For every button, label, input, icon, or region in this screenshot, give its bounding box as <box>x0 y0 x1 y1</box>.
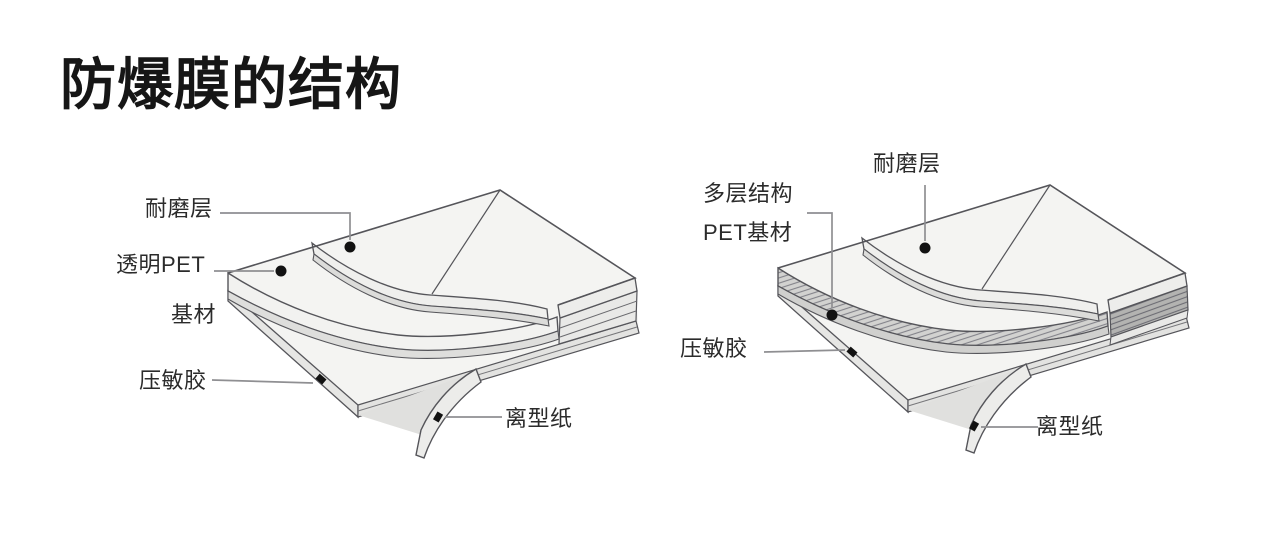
multilayer-pet-curl-edge <box>777 285 1110 354</box>
release-paper-shade <box>908 367 1024 430</box>
page-title: 防爆膜的结构 <box>60 53 402 116</box>
callout-dot-adhesive <box>315 373 327 385</box>
leader-wear-layer <box>220 212 351 240</box>
leader-adhesive <box>211 379 314 384</box>
wear-layer-curl-edge <box>312 252 550 327</box>
leader-multilayer-substrate <box>807 212 833 308</box>
release-paper-shade <box>358 372 474 435</box>
film-structure-diagram-left <box>100 145 660 495</box>
film-structure-drawing-right <box>763 184 1190 454</box>
top-face-edges <box>777 184 1187 301</box>
label-wear-layer-right: 耐磨层 <box>873 151 941 176</box>
release-paper-curl <box>415 367 482 459</box>
film-structure-diagram-right <box>650 140 1210 500</box>
top-face-edges <box>227 189 637 306</box>
callout-dot-substrate <box>275 265 287 277</box>
wear-layer-fold-line <box>431 189 501 295</box>
leader-adhesive <box>763 349 846 353</box>
label-substrate-line2-right: PET基材 <box>703 220 793 245</box>
pet-substrate-curl-edge <box>227 290 560 359</box>
callout-dot-wear-layer <box>919 242 931 254</box>
label-release-paper-left: 离型纸 <box>505 406 573 431</box>
label-release-paper-right: 离型纸 <box>1036 414 1104 439</box>
release-paper-curl <box>965 362 1032 454</box>
right-face-light-band <box>1109 309 1189 346</box>
wear-layer-fold-line <box>981 184 1051 290</box>
wear-layer-curl-edge <box>862 247 1100 322</box>
callout-dot-wear-layer <box>344 241 356 253</box>
label-wear-layer-left: 耐磨层 <box>145 196 213 221</box>
label-substrate-line1-left: 透明PET <box>116 252 206 277</box>
callout-dot-release-paper <box>432 411 444 423</box>
callout-dot-adhesive <box>846 346 858 358</box>
bottom-band-divider <box>357 326 638 412</box>
bottom-band-divider <box>907 321 1188 407</box>
right-face-divider-1 <box>559 300 638 329</box>
label-adhesive-left: 压敏胶 <box>139 368 207 393</box>
label-substrate-line1-right: 多层结构 <box>703 181 794 206</box>
label-adhesive-right: 压敏胶 <box>680 336 748 361</box>
film-structure-drawing-left <box>211 189 640 459</box>
label-substrate-line2-left: 基材 <box>171 302 217 327</box>
right-face-divider-2 <box>559 310 637 338</box>
callout-dot-multilayer-substrate <box>826 309 838 321</box>
callout-dot-release-paper <box>968 420 980 432</box>
